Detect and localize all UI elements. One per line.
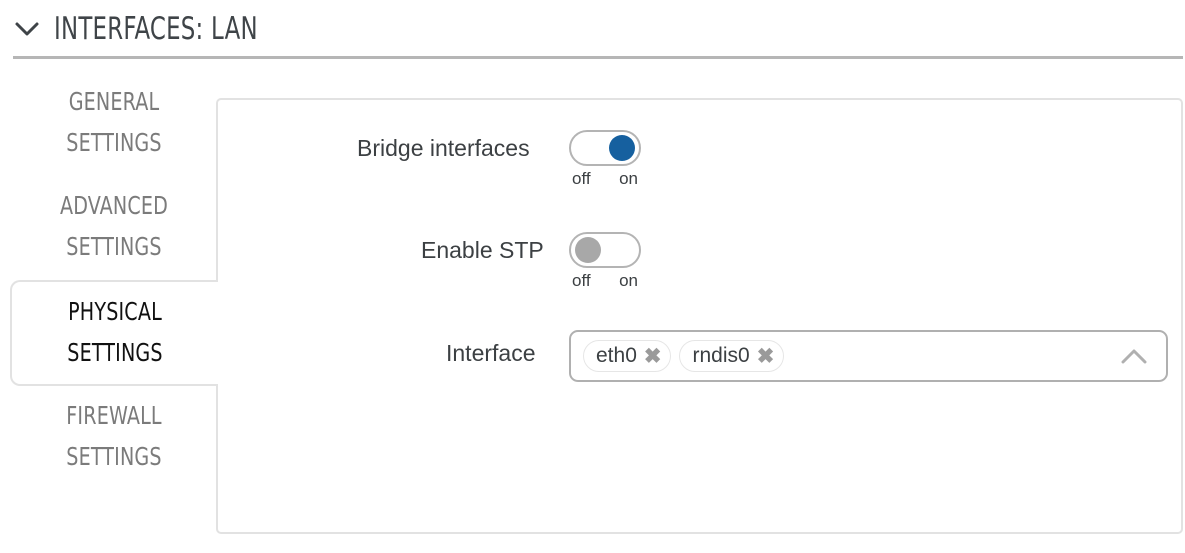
- vertical-tab-list: GENERAL SETTINGS ADVANCED SETTINGS PHYSI…: [0, 58, 218, 553]
- tab-physical-settings[interactable]: PHYSICAL SETTINGS: [10, 280, 218, 386]
- tab-label-line1: GENERAL: [68, 87, 160, 116]
- panel-header[interactable]: INTERFACES: LAN: [0, 0, 1185, 58]
- tab-label-line2: SETTINGS: [66, 128, 162, 157]
- tab-content-panel: [216, 98, 1183, 534]
- bridge-interfaces-label: Bridge interfaces: [357, 135, 530, 161]
- bridge-interfaces-toggle-labels: off on: [572, 169, 638, 189]
- tab-label-line2: SETTINGS: [67, 338, 163, 367]
- chevron-down-icon[interactable]: [12, 14, 42, 44]
- close-icon[interactable]: ✖: [643, 344, 662, 368]
- enable-stp-toggle-labels: off on: [572, 271, 638, 291]
- bridge-interfaces-toggle[interactable]: [569, 130, 641, 166]
- tab-label-line2: SETTINGS: [66, 232, 162, 261]
- interface-tag-label: rndis0: [692, 344, 750, 367]
- toggle-on-label: on: [619, 169, 638, 188]
- enable-stp-toggle[interactable]: [569, 232, 641, 268]
- tab-general-settings[interactable]: GENERAL SETTINGS: [10, 72, 218, 174]
- interface-tag-rndis0[interactable]: rndis0 ✖: [679, 340, 785, 372]
- interface-tag-label: eth0: [596, 344, 637, 367]
- header-divider: [13, 56, 1183, 59]
- tab-label-line1: FIREWALL: [66, 401, 162, 430]
- toggle-knob: [575, 237, 601, 263]
- settings-body: GENERAL SETTINGS ADVANCED SETTINGS PHYSI…: [0, 58, 1185, 553]
- chevron-up-icon[interactable]: [1120, 347, 1148, 365]
- interface-label: Interface: [446, 340, 536, 366]
- page-title: INTERFACES: LAN: [54, 11, 258, 47]
- enable-stp-label: Enable STP: [421, 237, 544, 263]
- toggle-on-label: on: [619, 271, 638, 290]
- toggle-off-label: off: [572, 271, 591, 290]
- toggle-knob: [609, 135, 635, 161]
- close-icon[interactable]: ✖: [756, 344, 775, 368]
- toggle-off-label: off: [572, 169, 591, 188]
- tab-label-line1: ADVANCED: [59, 191, 169, 220]
- bridge-interfaces-toggle-wrap: off on: [569, 130, 643, 189]
- tab-firewall-settings[interactable]: FIREWALL SETTINGS: [10, 386, 218, 488]
- enable-stp-toggle-wrap: off on: [569, 232, 643, 291]
- interface-tag-eth0[interactable]: eth0 ✖: [583, 340, 672, 372]
- tab-advanced-settings[interactable]: ADVANCED SETTINGS: [10, 176, 218, 278]
- tab-label-line2: SETTINGS: [66, 442, 162, 471]
- tab-label-line1: PHYSICAL: [68, 297, 162, 326]
- interface-multiselect[interactable]: eth0 ✖ rndis0 ✖: [569, 330, 1168, 382]
